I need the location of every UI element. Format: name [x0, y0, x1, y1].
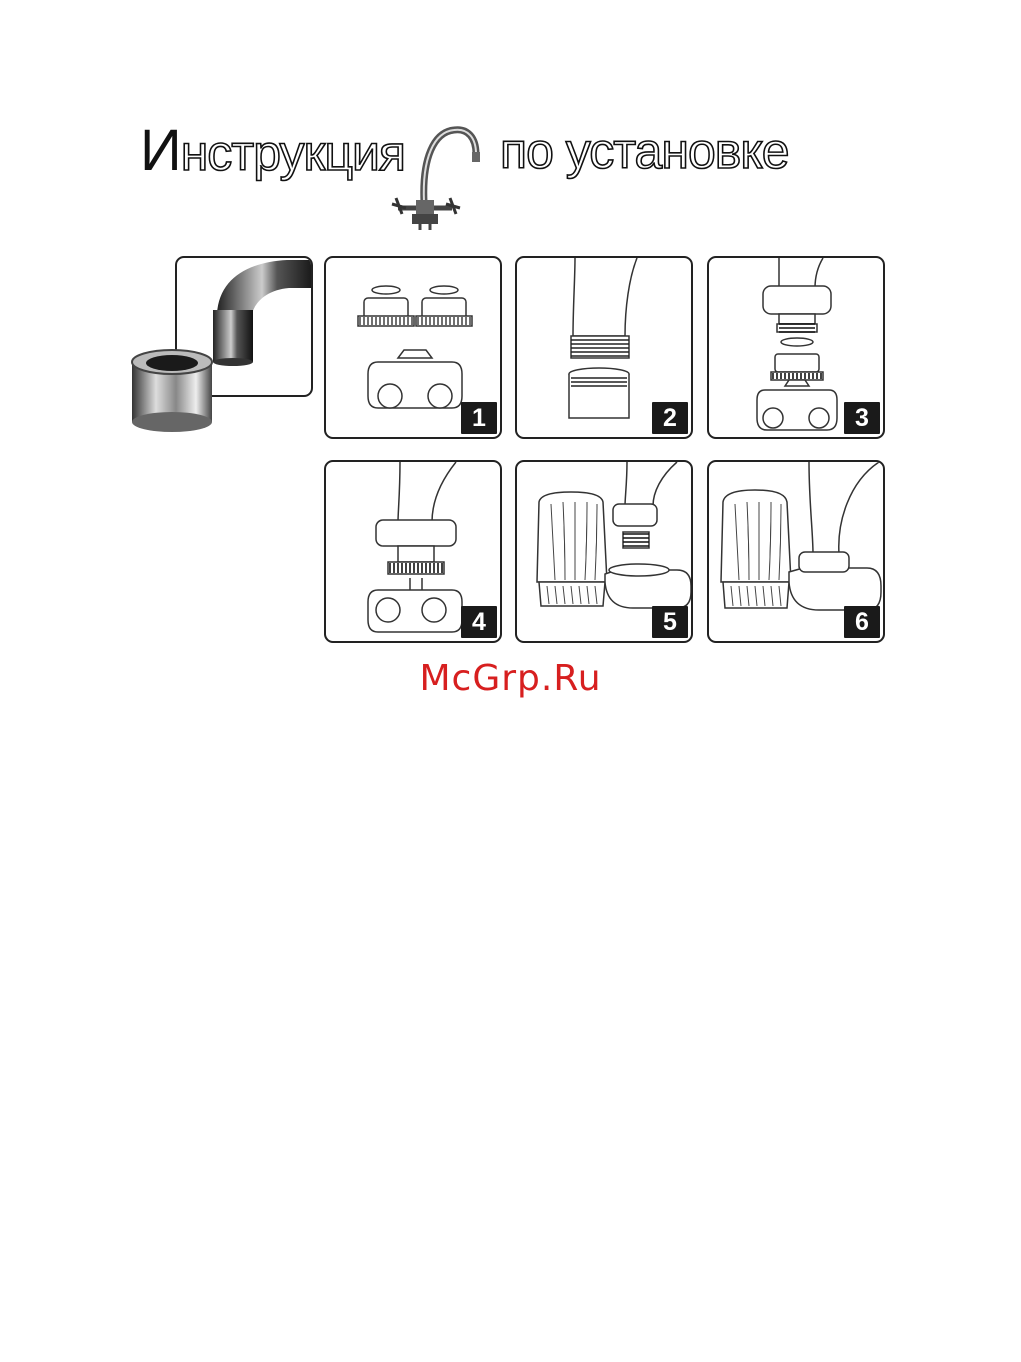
- step-5-panel: 5: [515, 460, 693, 643]
- title-left-rest: нструкция: [181, 125, 405, 181]
- faucet-icon: [386, 118, 494, 230]
- step-number-1: 1: [461, 402, 497, 434]
- title-right: по установке: [500, 116, 789, 186]
- step-number-2: 2: [652, 402, 688, 434]
- step-6-panel: 6: [707, 460, 885, 643]
- title-left: Инструкция: [140, 116, 405, 186]
- step-4-panel: 4: [324, 460, 502, 643]
- step-number-3: 3: [844, 402, 880, 434]
- step-1-panel: 1: [324, 256, 502, 439]
- watermark: McGrp.Ru: [0, 658, 1021, 699]
- aerator-icon: [128, 344, 218, 434]
- step-2-panel: 2: [515, 256, 693, 439]
- step-number-4: 4: [461, 606, 497, 638]
- step-number-6: 6: [844, 606, 880, 638]
- step-3-panel: 3: [707, 256, 885, 439]
- step-number-5: 5: [652, 606, 688, 638]
- title-initial: И: [140, 118, 181, 183]
